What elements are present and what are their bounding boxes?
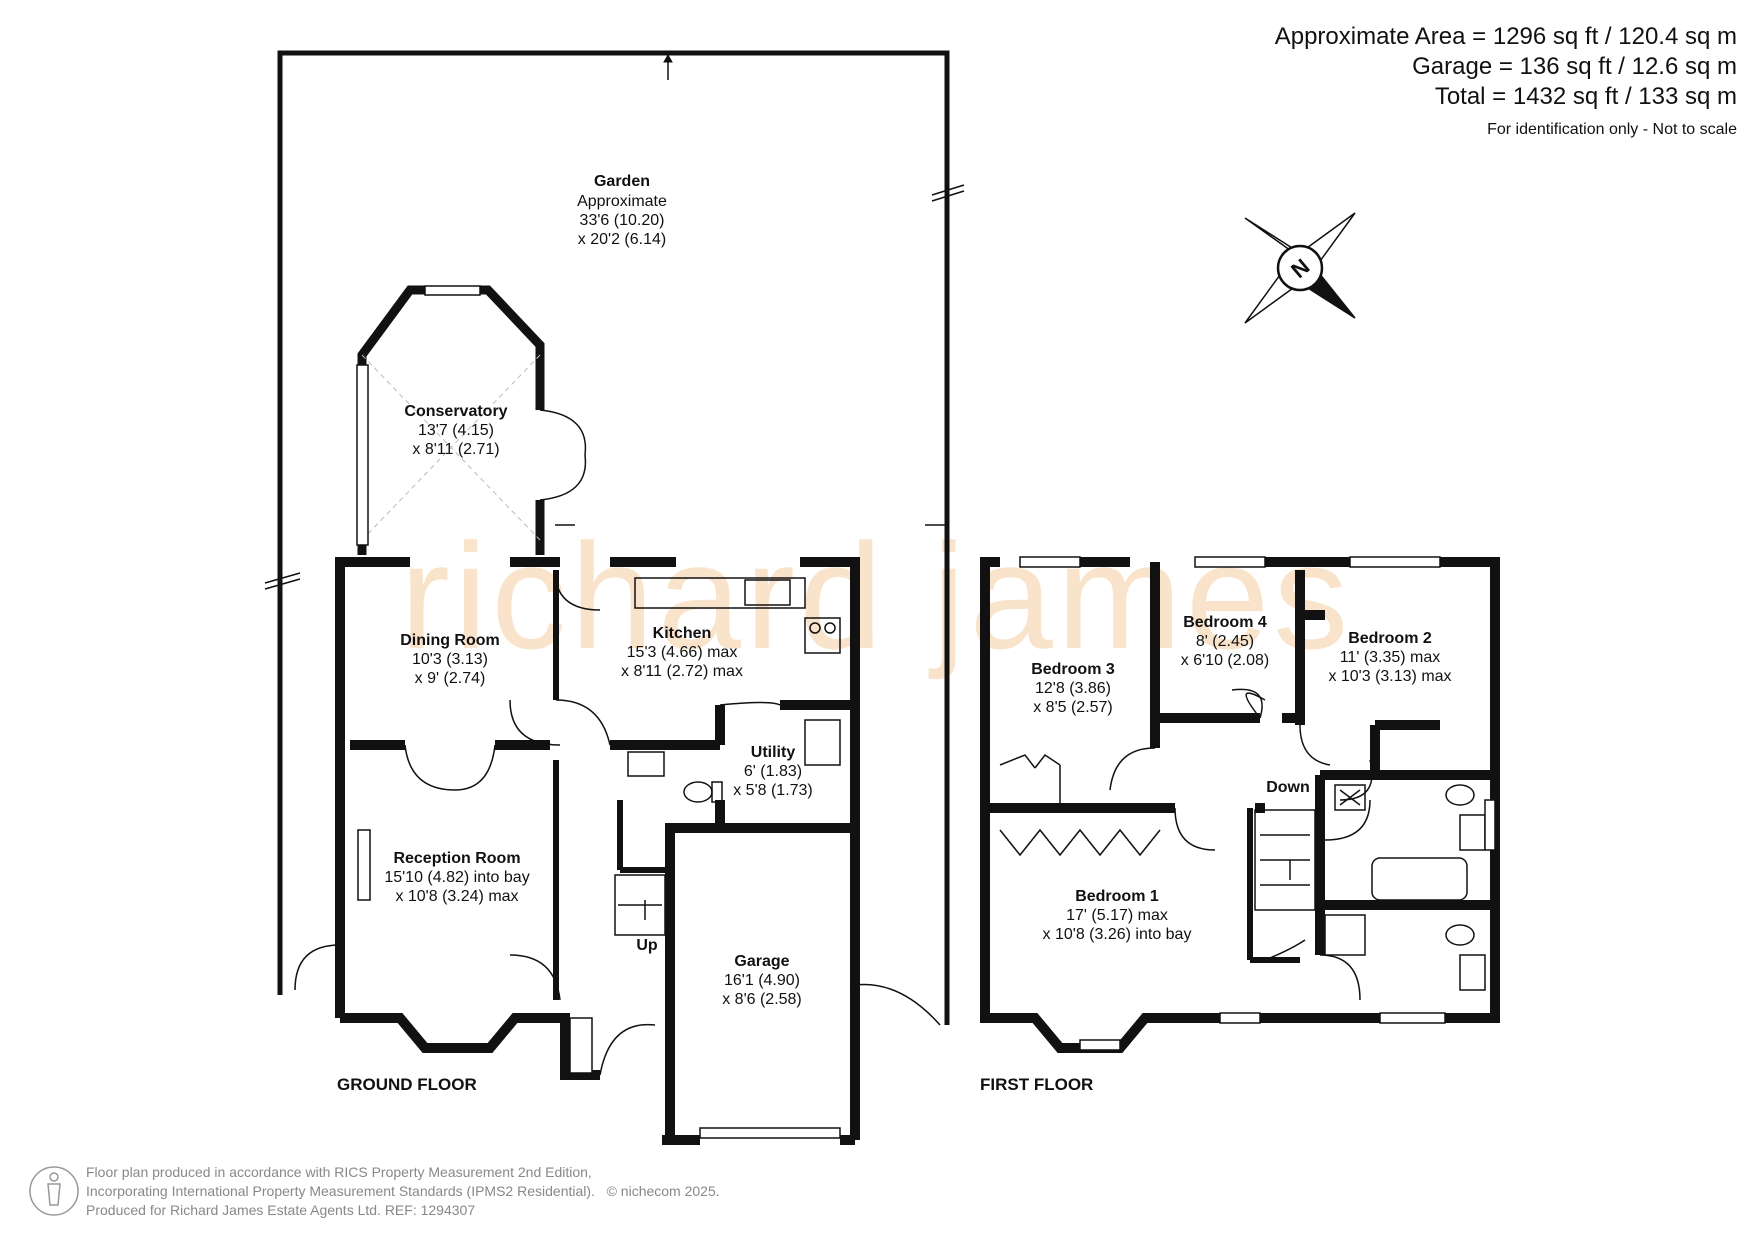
bedroom4-l1: 8' (2.45) [1196, 633, 1254, 650]
room-utility: Utility 6' (1.83) x 5'8 (1.73) [733, 744, 813, 799]
room-bedroom2: Bedroom 2 11' (3.35) max x 10'3 (3.13) m… [1328, 630, 1451, 685]
dining-name: Dining Room [400, 632, 500, 649]
bedroom3-name: Bedroom 3 [1031, 661, 1115, 678]
garage-area: Garage = 136 sq ft / 12.6 sq m [1412, 53, 1737, 80]
copyright: © nichecom 2025. [606, 1183, 720, 1199]
bedroom3-l2: x 8'5 (2.57) [1033, 699, 1113, 716]
conservatory-name: Conservatory [404, 403, 507, 420]
bedroom1-l1: 17' (5.17) max [1066, 907, 1168, 924]
garden-boundary [264, 50, 965, 1025]
first-floor-fittings [999, 556, 1496, 1051]
approximate-area: Approximate Area = 1296 sq ft / 120.4 sq… [1274, 23, 1737, 50]
total-area: Total = 1432 sq ft / 133 sq m [1434, 83, 1737, 110]
reception-name: Reception Room [393, 850, 520, 867]
room-garage: Garage 16'1 (4.90) x 8'6 (2.58) [722, 953, 802, 1008]
room-bedroom3: Bedroom 3 12'8 (3.86) x 8'5 (2.57) [1031, 661, 1115, 716]
room-conservatory: Conservatory 13'7 (4.15) x 8'11 (2.71) [404, 403, 507, 458]
reception-l1: 15'10 (4.82) into bay [384, 869, 529, 886]
dining-l2: x 9' (2.74) [415, 670, 486, 687]
footer-line-2-text: Incorporating International Property Mea… [86, 1183, 595, 1199]
kitchen-l1: 15'3 (4.66) max [627, 644, 738, 661]
dining-l1: 10'3 (3.13) [412, 651, 488, 668]
bedroom2-l1: 11' (3.35) max [1340, 649, 1441, 666]
footer-line-2: Incorporating International Property Mea… [86, 1183, 720, 1199]
stairs-up-label: Up [636, 937, 658, 954]
ground-floor-fittings [294, 524, 945, 1139]
conservatory-l2: x 8'11 (2.71) [412, 441, 499, 458]
bedroom2-l2: x 10'3 (3.13) max [1328, 668, 1451, 685]
utility-name: Utility [751, 744, 796, 761]
room-reception: Reception Room 15'10 (4.82) into bay x 1… [384, 850, 529, 905]
utility-l2: x 5'8 (1.73) [733, 782, 813, 799]
conservatory-l1: 13'7 (4.15) [418, 422, 494, 439]
compass-icon: N [1244, 212, 1356, 324]
room-bedroom1: Bedroom 1 17' (5.17) max x 10'8 (3.26) i… [1043, 888, 1192, 943]
bedroom2-name: Bedroom 2 [1348, 630, 1432, 647]
ground-floor-walls [335, 557, 860, 1145]
first-floor-walls [980, 557, 1500, 1053]
bedroom1-l2: x 10'8 (3.26) into bay [1043, 926, 1192, 943]
person-icon [29, 1166, 79, 1216]
room-kitchen: Kitchen 15'3 (4.66) max x 8'11 (2.72) ma… [621, 625, 743, 680]
utility-l1: 6' (1.83) [744, 763, 802, 780]
conservatory-walls [356, 285, 587, 555]
garden-l1: Approximate [577, 193, 667, 210]
garage-l1: 16'1 (4.90) [724, 972, 800, 989]
garden-l2: 33'6 (10.20) [580, 212, 665, 229]
footer-line-1: Floor plan produced in accordance with R… [86, 1164, 592, 1180]
footer-line-3: Produced for Richard James Estate Agents… [86, 1202, 476, 1218]
first-floor-label: FIRST FLOOR [980, 1075, 1093, 1094]
garden-name: Garden [594, 173, 650, 190]
bedroom3-l1: 12'8 (3.86) [1035, 680, 1111, 697]
garden-l3: x 20'2 (6.14) [578, 231, 666, 248]
garage-l2: x 8'6 (2.58) [722, 991, 802, 1008]
room-dining: Dining Room 10'3 (3.13) x 9' (2.74) [400, 632, 500, 687]
kitchen-name: Kitchen [653, 625, 712, 642]
room-garden: Garden Approximate 33'6 (10.20) x 20'2 (… [577, 173, 667, 248]
room-bedroom4: Bedroom 4 8' (2.45) x 6'10 (2.08) [1181, 614, 1269, 669]
ground-floor-label: GROUND FLOOR [337, 1075, 477, 1094]
reception-l2: x 10'8 (3.24) max [395, 888, 518, 905]
bedroom4-l2: x 6'10 (2.08) [1181, 652, 1269, 669]
kitchen-l2: x 8'11 (2.72) max [621, 663, 743, 680]
identification-note: For identification only - Not to scale [1487, 121, 1737, 138]
bedroom1-name: Bedroom 1 [1075, 888, 1159, 905]
stairs-down-label: Down [1266, 779, 1310, 796]
garage-name: Garage [734, 953, 789, 970]
bedroom4-name: Bedroom 4 [1183, 614, 1267, 631]
